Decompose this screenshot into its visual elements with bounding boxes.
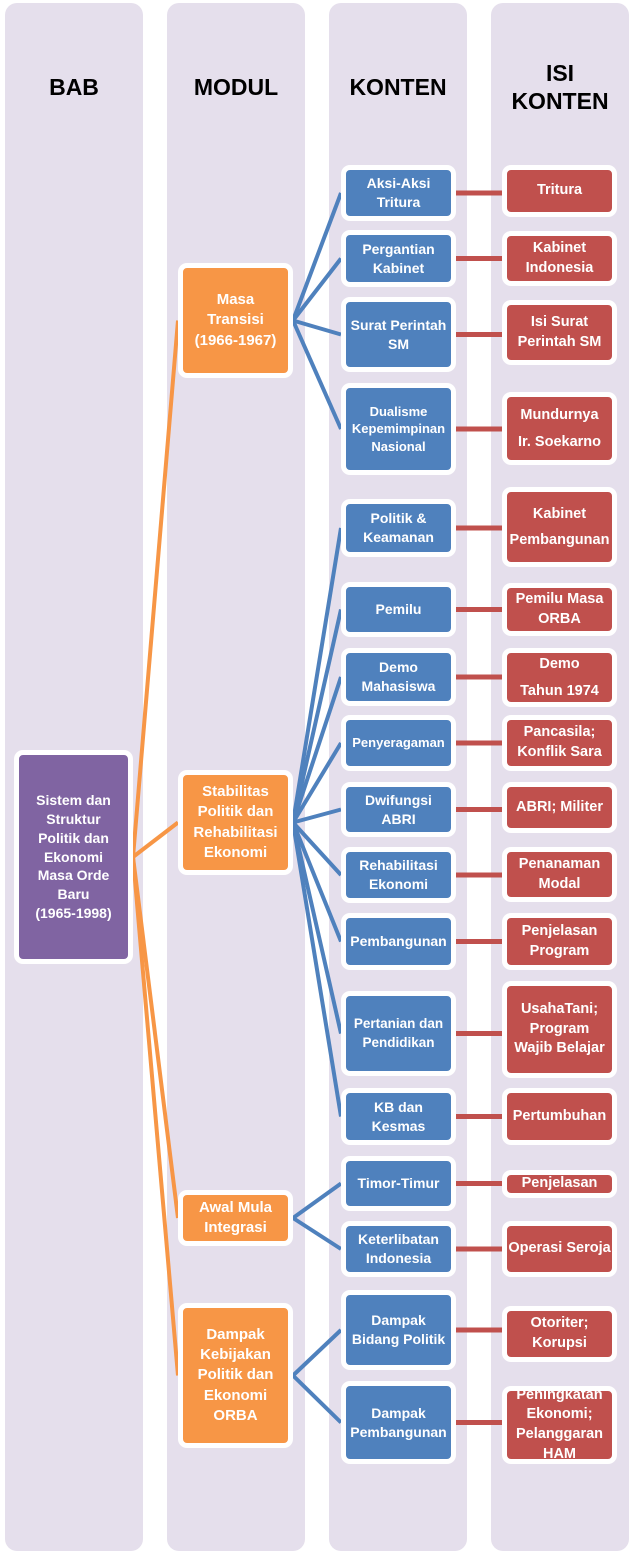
connector-modul-konten xyxy=(291,192,343,322)
isi-konten-node: ABRI; Militer xyxy=(504,784,615,831)
isi-konten-node: Peningkatan Ekonomi; Pelanggaran HAM xyxy=(504,1387,615,1462)
isi-konten-node: Otoriter; Korupsi xyxy=(504,1308,615,1360)
isi-konten-node: Tritura xyxy=(504,167,615,215)
isi-konten-node: Operasi Seroja xyxy=(504,1223,615,1275)
modul-node: Masa Transisi (1966-1967) xyxy=(180,265,291,376)
isi-konten-node: Penjelasan xyxy=(504,1172,615,1196)
konten-node: Surat Perintah SM xyxy=(343,299,454,370)
konten-node: Timor-Timur xyxy=(343,1158,454,1209)
connector-modul-konten xyxy=(291,676,343,824)
konten-node: KB dan Kesmas xyxy=(343,1090,454,1143)
konten-node: Demo Mahasiswa xyxy=(343,650,454,704)
konten-node: Dampak Pembangunan xyxy=(343,1383,454,1462)
isi-konten-node: Kabinet Pembangunan xyxy=(504,489,615,565)
konten-node: Rehabilitasi Ekonomi xyxy=(343,849,454,901)
header-modul: MODUL xyxy=(193,73,279,100)
konten-node: Pemilu xyxy=(343,584,454,635)
isi-konten-node: Pertumbuhan xyxy=(504,1090,615,1143)
connector-modul-konten xyxy=(291,1374,343,1424)
connector-bab-modul xyxy=(131,820,180,859)
connector-modul-konten xyxy=(291,741,343,824)
konten-node: Pertanian dan Pendidikan xyxy=(343,993,454,1074)
connector-modul-konten xyxy=(291,1181,343,1220)
connector-modul-konten xyxy=(292,807,342,825)
konten-node: Politik & Keamanan xyxy=(343,501,454,555)
connector-modul-konten xyxy=(291,527,343,823)
konten-node: Pembangunan xyxy=(343,915,454,968)
isi-konten-node: Isi Surat Perintah SM xyxy=(504,302,615,363)
connector-modul-konten xyxy=(291,257,343,322)
header-isi-konten: ISI KONTEN xyxy=(511,59,609,114)
konten-node: Dwifungsi ABRI xyxy=(343,784,454,835)
connector-bab-modul xyxy=(131,856,180,1219)
connector-modul-konten xyxy=(291,821,343,943)
isi-konten-node: Pemilu Masa ORBA xyxy=(504,585,615,634)
isi-konten-node: Demo Tahun 1974 xyxy=(504,650,615,705)
connector-bab-modul xyxy=(131,320,180,858)
connector-modul-konten xyxy=(291,1216,343,1251)
isi-konten-node: Penanaman Modal xyxy=(504,849,615,900)
konten-node: Dampak Bidang Politik xyxy=(343,1292,454,1368)
modul-node: Dampak Kebijakan Politik dan Ekonomi ORB… xyxy=(180,1305,291,1446)
isi-konten-node: Penjelasan Program xyxy=(504,915,615,968)
konten-node: Aksi-Aksi Tritura xyxy=(343,167,454,219)
konten-node: Keterlibatan Indonesia xyxy=(343,1223,454,1275)
bab-node: Sistem dan Struktur Politik dan Ekonomi … xyxy=(16,752,131,962)
connector-modul-konten xyxy=(291,1328,343,1377)
konten-node: Pergantian Kabinet xyxy=(343,232,454,285)
modul-node: Awal Mula Integrasi xyxy=(180,1192,291,1244)
connector-modul-konten xyxy=(291,319,343,430)
connector-modul-konten xyxy=(291,822,343,1034)
isi-konten-node: Kabinet Indonesia xyxy=(504,233,615,284)
connector-bab-modul xyxy=(131,856,180,1376)
konten-node: Penyeragaman xyxy=(343,717,454,769)
isi-konten-node: Mundurnya Ir. Soekarno xyxy=(504,394,615,463)
connector-modul-konten xyxy=(291,821,343,877)
connector-modul-konten xyxy=(291,822,343,1117)
connector-modul-konten xyxy=(291,609,343,823)
konten-node: Dualisme Kepemimpinan Nasional xyxy=(343,385,454,473)
isi-konten-node: UsahaTani; Program Wajib Belajar xyxy=(504,983,615,1076)
header-bab: BAB xyxy=(49,73,99,100)
isi-konten-node: Pancasila; Konflik Sara xyxy=(504,717,615,769)
modul-node: Stabilitas Politik dan Rehabilitasi Ekon… xyxy=(180,772,291,873)
header-konten: KONTEN xyxy=(349,73,447,100)
connector-modul-konten xyxy=(292,318,342,337)
